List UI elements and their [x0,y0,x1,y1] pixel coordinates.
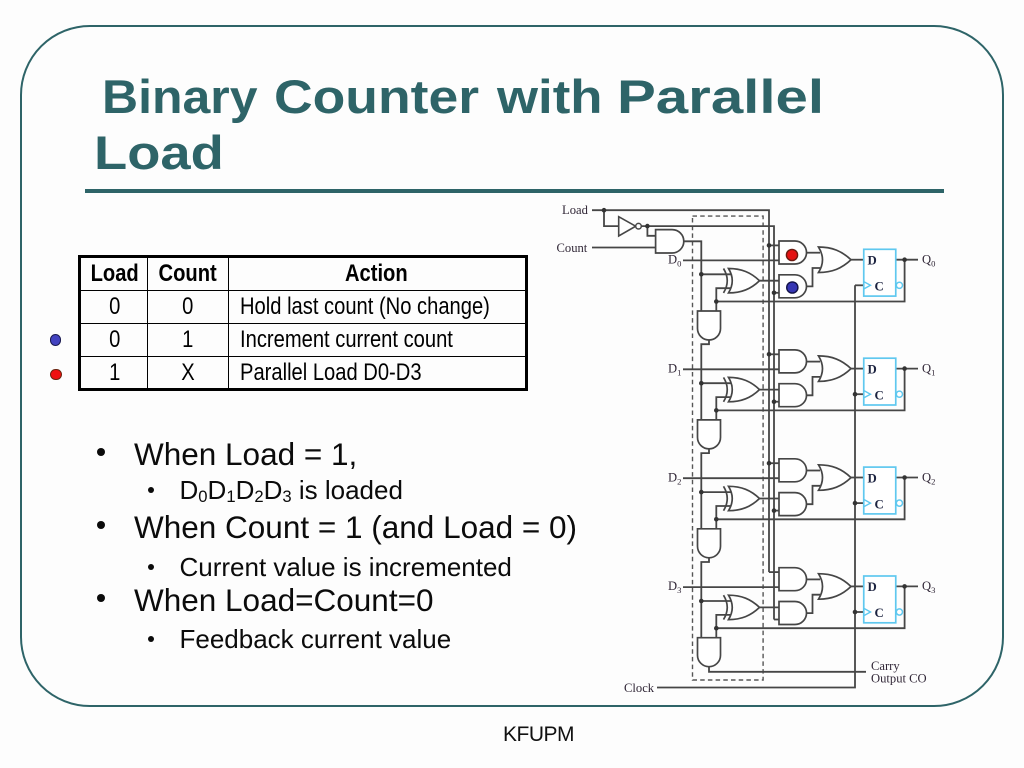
svg-text:C: C [875,497,884,511]
svg-text:Output CO: Output CO [871,672,927,686]
svg-text:Load: Load [562,203,589,217]
svg-text:Q1: Q1 [922,361,935,377]
svg-text:D0: D0 [668,253,681,269]
svg-text:D: D [868,254,877,268]
svg-text:Carry: Carry [871,659,900,673]
svg-text:Clock: Clock [624,681,655,695]
svg-text:D: D [868,471,877,485]
svg-text:D1: D1 [668,361,681,377]
svg-text:D3: D3 [668,579,681,595]
svg-text:C: C [875,388,884,402]
svg-text:Q0: Q0 [922,253,935,269]
svg-text:Count: Count [557,241,588,255]
svg-text:D2: D2 [668,470,681,486]
svg-text:Q3: Q3 [922,579,935,595]
svg-text:C: C [875,280,884,294]
svg-text:Q2: Q2 [922,470,935,486]
svg-text:D: D [868,362,877,376]
svg-text:C: C [875,606,884,620]
svg-text:D: D [868,580,877,594]
